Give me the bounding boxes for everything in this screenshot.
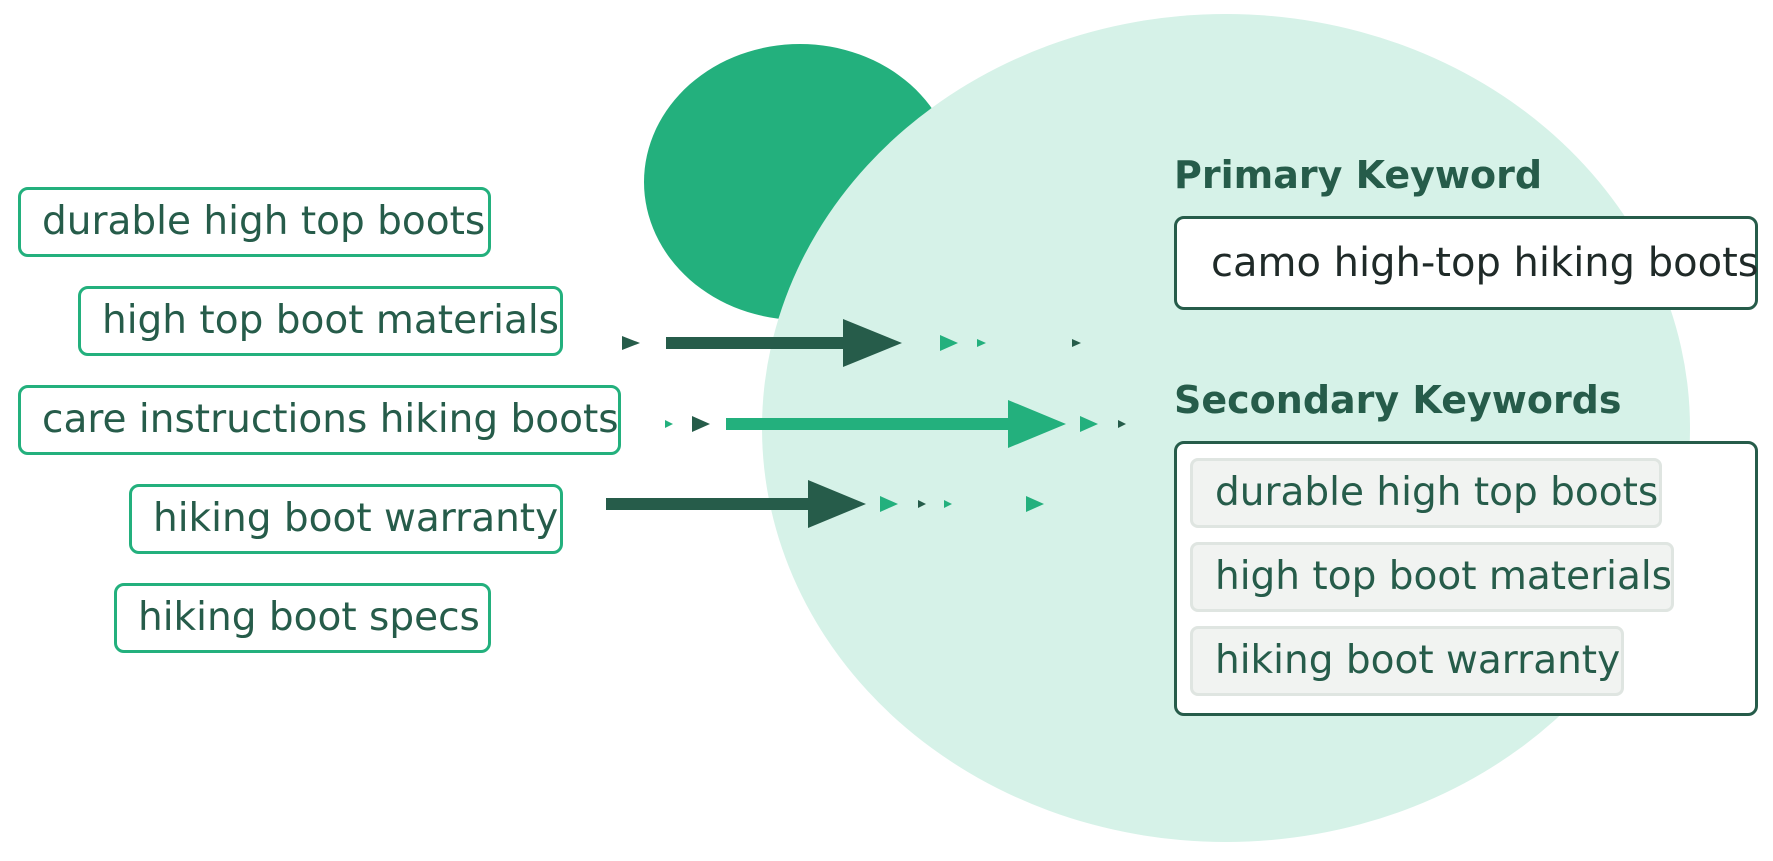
arrow-tick	[940, 335, 958, 351]
arrow-tick	[918, 500, 926, 508]
arrow-head	[1008, 400, 1066, 448]
flow-arrow-2	[665, 400, 1126, 448]
primary-keyword-box: camo high-top hiking boots	[1174, 216, 1759, 310]
arrow-tick	[1026, 496, 1044, 512]
primary-keyword-title: Primary Keyword	[1174, 153, 1543, 197]
secondary-keyword-chip: hiking boot warranty	[1190, 626, 1624, 696]
candidate-keyword: hiking boot warranty	[129, 484, 563, 554]
flow-arrow-1	[622, 319, 1081, 367]
secondary-keywords-box: durable high top boots high top boot mat…	[1174, 441, 1758, 716]
arrow-shaft	[666, 337, 846, 349]
arrow-tick	[1080, 416, 1098, 432]
arrow-shaft	[606, 498, 812, 510]
arrow-tick	[622, 336, 640, 350]
arrow-tick	[665, 420, 673, 428]
primary-keyword-value: camo high-top hiking boots	[1211, 240, 1759, 286]
arrow-tick	[692, 416, 710, 432]
arrow-shaft	[726, 418, 1012, 430]
arrow-tick	[977, 339, 986, 347]
secondary-keyword-chip: high top boot materials	[1190, 542, 1674, 612]
secondary-keyword-chip: durable high top boots	[1190, 458, 1662, 528]
arrow-tick	[1118, 420, 1126, 428]
candidate-keyword: care instructions hiking boots	[18, 385, 621, 455]
arrow-tick	[944, 500, 952, 508]
arrow-tick	[1072, 339, 1081, 347]
candidate-keyword: high top boot materials	[78, 286, 563, 356]
candidate-keyword: durable high top boots	[18, 187, 491, 257]
flow-arrow-3	[606, 480, 1044, 528]
candidate-keyword: hiking boot specs	[114, 583, 491, 653]
arrow-head	[808, 480, 866, 528]
arrow-tick	[880, 496, 898, 512]
secondary-keywords-title: Secondary Keywords	[1174, 378, 1622, 422]
arrow-head	[843, 319, 902, 367]
